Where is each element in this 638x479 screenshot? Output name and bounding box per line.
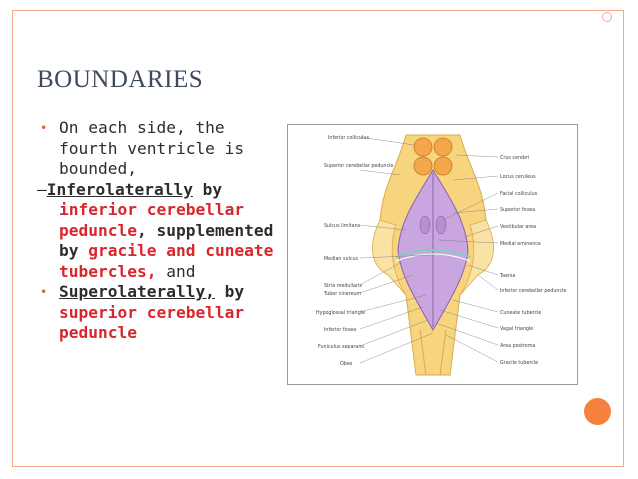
inferior-cerebellar-peduncle-text: inferior cerebellar peduncle (59, 200, 245, 240)
bullet-item-1: • On each side, the fourth ventricle is … (37, 118, 287, 180)
label-funiculus-separans: Funiculus separans (318, 344, 364, 350)
label-superior-fovea: Superior fovea (500, 207, 535, 213)
left-leader-lines (359, 136, 434, 364)
supplemented-by-text: supplemented by (59, 220, 274, 261)
superior-colliculus-right (433, 156, 453, 176)
label-obex: Obex (340, 361, 353, 367)
bullet-2-by: by (214, 282, 245, 301)
label-taenia: Taenia (499, 273, 515, 279)
label-cuneate-tubercle: Cuneate tubercle (500, 310, 541, 316)
left-peduncle-wing (372, 219, 407, 296)
label-inferior-cerebellar-peduncle: Inferior cerebellar peduncle (500, 288, 566, 294)
stria-medullaris (395, 249, 471, 258)
gracile-column (419, 329, 447, 376)
accent-dot (584, 398, 611, 425)
dash-by: by (192, 179, 223, 199)
label-median-sulcus: Median sulcus (324, 256, 359, 262)
inferolaterally-term: Inferolaterally (46, 179, 193, 199)
facial-colliculus-left (419, 215, 431, 235)
label-vestibular-area: Vestibular area (500, 224, 536, 230)
and-text: and (156, 261, 196, 281)
brainstem-figure: Inferior colliculus Superior cerebellar … (287, 124, 578, 385)
label-facial-colliculus: Facial colliculus (500, 191, 538, 197)
label-locus-ceruleus: Locus ceruleus (500, 174, 536, 180)
label-stria-medullaris: Stria medullaris (324, 283, 362, 289)
superior-cerebellar-peduncle-text: superior cerebellar peduncle (59, 302, 245, 343)
label-crus-cerebri: Crus cerebri (500, 155, 529, 161)
fourth-ventricle-illustration: Inferior colliculus Superior cerebellar … (316, 134, 566, 376)
label-hypoglossal-triangle: Hypoglossal triangle (316, 310, 365, 316)
label-gracile-tubercle: Gracile tubercle (500, 360, 538, 366)
bullet-item-2: • Superolaterally, by superior cerebella… (37, 282, 287, 344)
bullet-1-text: On each side, the fourth ventricle is bo… (59, 118, 245, 178)
label-sulcus-limitans: Sulcus limitans (324, 223, 361, 229)
slide-body: • On each side, the fourth ventricle is … (37, 118, 287, 344)
dash-continuation: inferior cerebellar peduncle, supplement… (37, 200, 287, 282)
bullet-icon: • (40, 285, 48, 299)
label-inferior-colliculus: Inferior colliculus (328, 135, 369, 141)
corner-decoration (602, 12, 612, 22)
inferior-colliculus-right (433, 137, 453, 157)
gracile-cuneate-text: gracile and cuneate tubercles (59, 241, 274, 281)
red-comma: , (146, 261, 157, 281)
slide-title: BOUNDARIES (37, 66, 204, 93)
label-vagal-triangle: Vagal triangle (500, 326, 533, 332)
facial-colliculus-right (435, 215, 447, 235)
slide-frame (12, 10, 624, 467)
label-inferior-fovea: Inferior fovea (324, 327, 356, 333)
right-leader-lines (435, 154, 499, 363)
dash-comma: , (136, 220, 147, 240)
dash-item: –Inferolaterally by inferior cerebellar … (37, 180, 287, 283)
dash-mark: – (37, 179, 47, 199)
label-medial-eminence: Medial eminence (500, 241, 541, 247)
superolaterally-term: Superolaterally, (59, 282, 215, 301)
label-tuber-cinereum: Tuber cinereum (323, 291, 362, 297)
superior-colliculus-left (413, 156, 433, 176)
stria-medullaris-2 (395, 253, 471, 262)
label-area-postrema: Area postrema (500, 343, 535, 349)
inferior-colliculus-left (413, 137, 433, 157)
bullet-icon: • (40, 121, 48, 135)
label-superior-cerebellar-peduncle: Superior cerebellar peduncle (324, 163, 393, 169)
